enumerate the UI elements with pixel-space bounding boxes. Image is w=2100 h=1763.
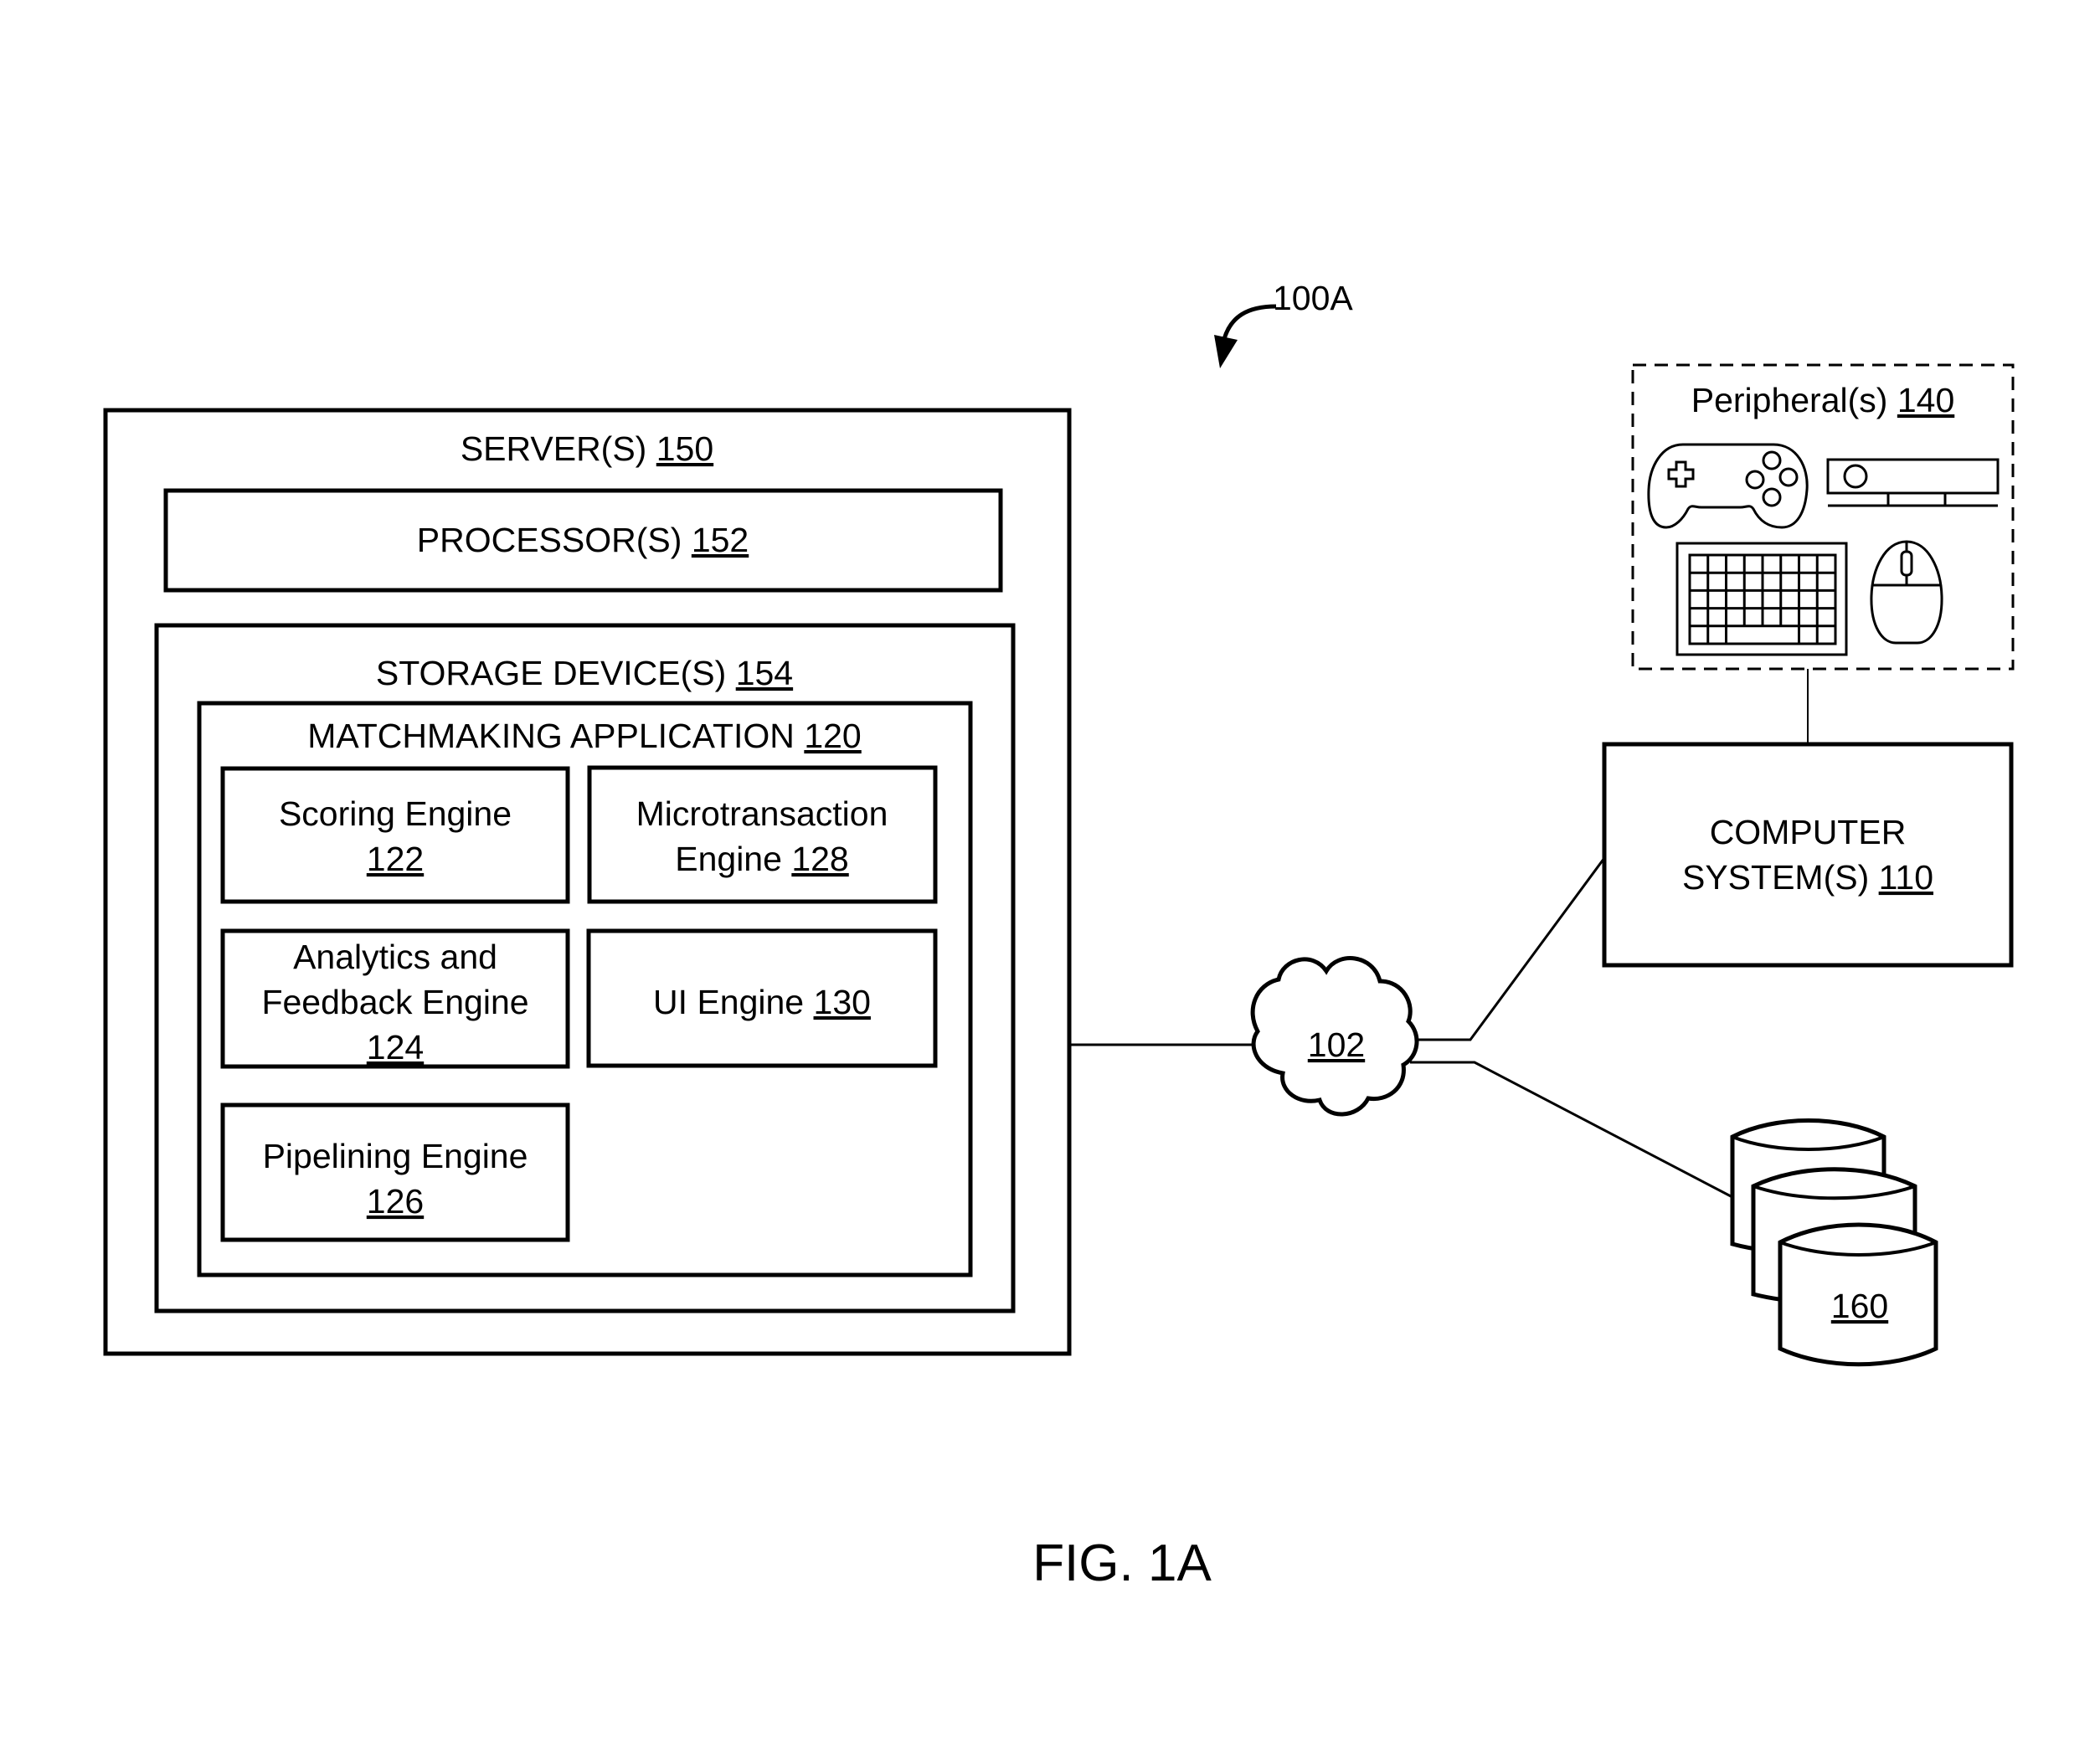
microtransaction-engine-label-line1: Microtransaction (636, 794, 888, 833)
pipelining-engine-label: Pipelining Engine (263, 1137, 528, 1175)
computer-system-label-line1: COMPUTER (1710, 813, 1907, 851)
storage-ref: 154 (736, 654, 793, 692)
ui-engine-box: UI Engine 130 (586, 928, 938, 1068)
scoring-engine-outline (220, 766, 570, 904)
peripherals-label: Peripheral(s) 140 (1691, 381, 1955, 419)
database-ref: 160 (1831, 1287, 1888, 1325)
scoring-engine-ref: 122 (367, 840, 424, 878)
reference-arrow-head-icon (1214, 335, 1238, 368)
processor-label: PROCESSOR(S) 152 (417, 521, 749, 559)
dpad-icon (1667, 460, 1695, 488)
pipelining-engine-outline (220, 1103, 570, 1242)
matchmaking-ref: 120 (804, 717, 861, 755)
database-icon: 160 (1730, 1118, 1938, 1367)
ui-engine-ref: 130 (814, 983, 871, 1021)
server-ref: 150 (656, 429, 713, 468)
mouse-icon (1870, 540, 1943, 645)
keyboard-icon (1675, 542, 1848, 656)
processor-outline (163, 488, 1003, 593)
reference-arrow-curve (1222, 304, 1277, 340)
network-ref: 102 (1308, 1025, 1365, 1064)
network-database-link (1410, 1061, 1733, 1199)
peripherals-ref: 140 (1897, 381, 1954, 419)
network-cloud: 102 (1250, 956, 1419, 1117)
storage-label: STORAGE DEVICE(S) 154 (376, 654, 793, 692)
processor-ref: 152 (692, 521, 749, 559)
server-box: SERVER(S) 150 PROCESSOR(S) 152 STORAGE D… (103, 408, 1072, 1356)
storage-box: STORAGE DEVICE(S) 154 MATCHMAKING APPLIC… (154, 623, 1016, 1313)
computer-system-box: COMPUTER SYSTEM(S) 110 (1602, 742, 2014, 968)
computer-system-label-line2: SYSTEM(S) 110 (1682, 858, 1933, 897)
gamepad-icon (1647, 443, 1809, 529)
gamepad-button (1745, 470, 1765, 490)
peripherals-box: Peripheral(s) 140 (1631, 363, 2015, 671)
analytics-engine-label-line2: Feedback Engine (261, 983, 528, 1021)
gamepad-button (1762, 487, 1782, 507)
analytics-engine-label-line1: Analytics and (293, 938, 497, 976)
computer-system-outline (1602, 742, 2014, 968)
pipelining-engine-ref: 126 (367, 1182, 424, 1221)
matchmaking-application-box: MATCHMAKING APPLICATION 120 Scoring Engi… (197, 701, 973, 1277)
network-computer-link (1413, 857, 1606, 1041)
scoring-engine-label: Scoring Engine (279, 794, 512, 833)
microtransaction-engine-ref: 128 (791, 840, 848, 878)
computer-system-ref: 110 (1879, 858, 1933, 897)
analytics-engine-ref: 124 (367, 1028, 424, 1067)
microtransaction-engine-label-line2: Engine 128 (675, 840, 849, 878)
server-label: SERVER(S) 150 (461, 429, 713, 468)
camera-sensor-bar-icon (1826, 458, 2000, 507)
gamepad-button (1778, 467, 1799, 487)
matchmaking-label: MATCHMAKING APPLICATION 120 (307, 717, 862, 755)
network-connections (1070, 669, 1809, 1199)
pipelining-engine-box: Pipelining Engine 126 (220, 1103, 570, 1242)
figure-reference-label: 100A (1273, 279, 1353, 317)
ui-engine-outline (586, 928, 938, 1068)
ui-engine-label: UI Engine 130 (653, 983, 871, 1021)
processor-box: PROCESSOR(S) 152 (163, 488, 1003, 593)
gamepad-button (1762, 450, 1782, 470)
cloud-icon (1250, 956, 1419, 1117)
analytics-feedback-engine-box: Analytics and Feedback Engine 124 (220, 928, 570, 1069)
analytics-engine-outline (220, 928, 570, 1069)
peripherals-outline (1631, 363, 2015, 671)
microtransaction-engine-outline (587, 765, 938, 904)
microtransaction-engine-box: Microtransaction Engine 128 (587, 765, 938, 904)
scoring-engine-box: Scoring Engine 122 (220, 766, 570, 904)
figure-reference: 100A (1214, 279, 1353, 368)
figure-caption: FIG. 1A (1032, 1534, 1212, 1592)
